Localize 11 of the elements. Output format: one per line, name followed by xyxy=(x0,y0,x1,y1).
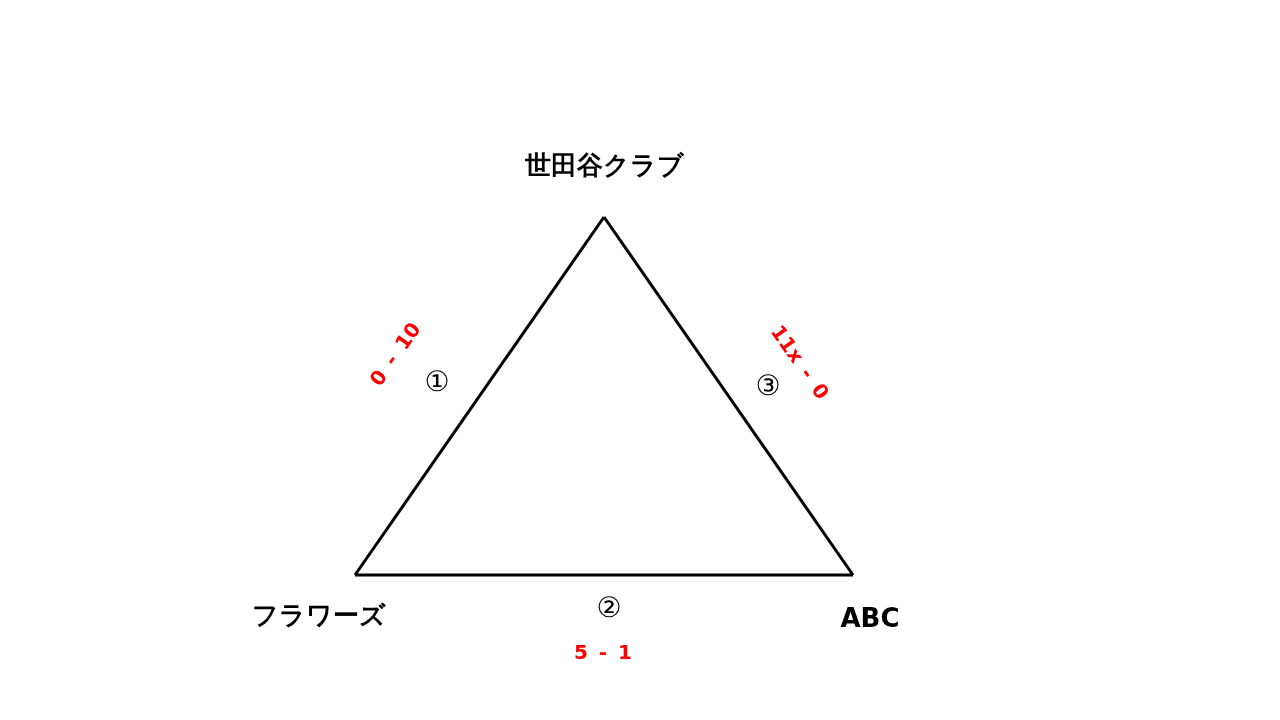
match-score: 5 - 1 xyxy=(573,642,633,662)
triangle-side xyxy=(602,216,855,576)
team-name: フラワーズ xyxy=(244,575,394,633)
team-name: ABC xyxy=(828,575,912,633)
match-number: ② xyxy=(596,594,622,622)
team-name: 世田谷クラブ xyxy=(505,148,703,217)
triangle-side xyxy=(353,216,606,576)
match-number: ① xyxy=(424,368,450,396)
match-number: ③ xyxy=(755,372,781,400)
triangle-side xyxy=(355,573,853,577)
match-score: 0 - 10 xyxy=(366,318,424,390)
